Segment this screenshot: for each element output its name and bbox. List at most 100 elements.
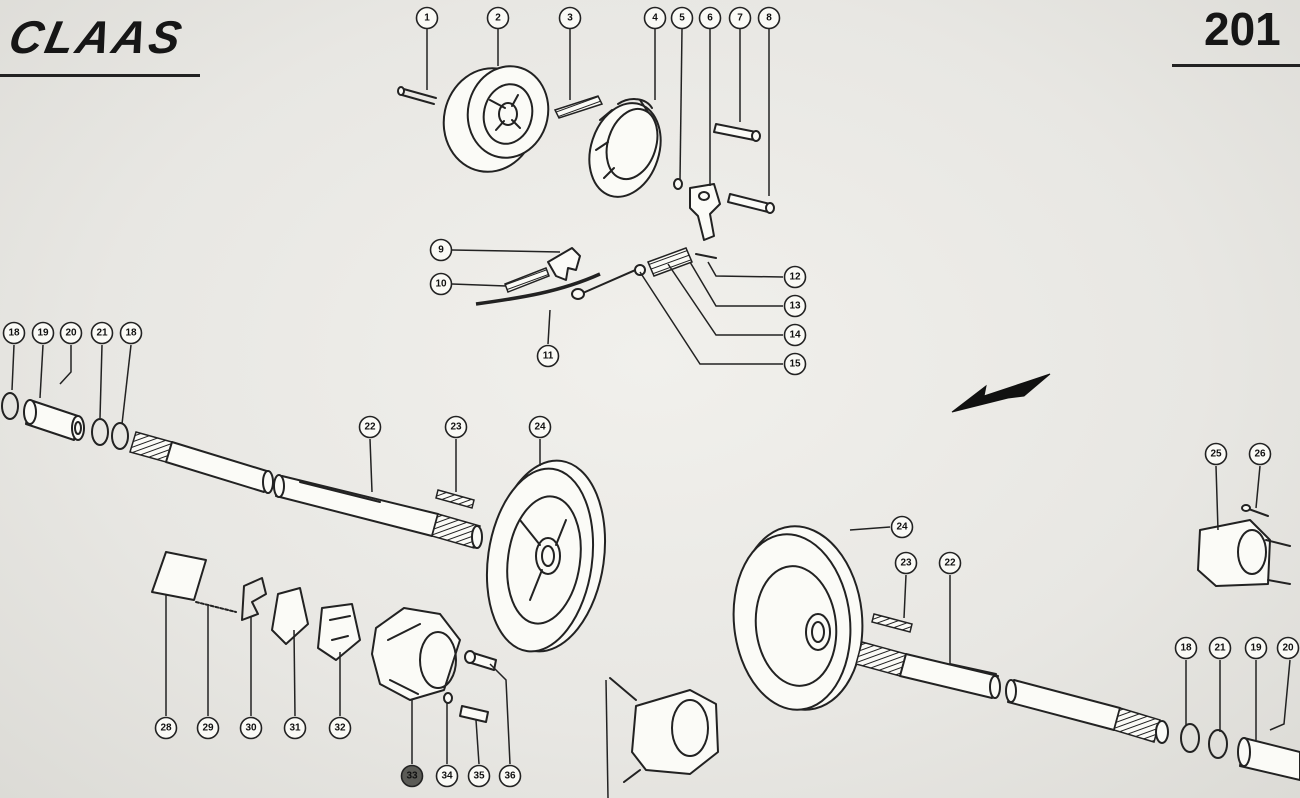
svg-text:30: 30 (245, 723, 257, 734)
svg-text:12: 12 (789, 272, 801, 283)
svg-text:23: 23 (900, 558, 912, 569)
svg-text:5: 5 (679, 13, 685, 24)
part-adjuster-12 (634, 247, 717, 277)
callout-15: 15 (783, 352, 807, 376)
svg-text:35: 35 (473, 771, 485, 782)
part-pin-8 (727, 193, 775, 214)
part-bolt-36 (464, 650, 497, 671)
svg-text:11: 11 (543, 351, 554, 362)
svg-text:15: 15 (789, 359, 801, 370)
part-cable-11 (475, 267, 641, 306)
svg-text:29: 29 (202, 723, 214, 734)
svg-text:28: 28 (160, 723, 172, 734)
page-number: 201 (1204, 3, 1281, 55)
callout-6: 6 (698, 6, 722, 30)
part-ring-18-left (1, 392, 19, 420)
part-washer-5 (673, 178, 683, 190)
callout-21-right: 21 (1208, 636, 1232, 660)
part-key-23-left (435, 489, 475, 509)
callout-1: 1 (415, 6, 439, 30)
part-bushing-19 (23, 399, 85, 441)
part-bushing-19-right (1237, 737, 1300, 781)
part-bracket-6 (689, 183, 721, 241)
leader-lines (11, 28, 1291, 798)
callout-26: 26 (1248, 442, 1272, 466)
part-housing-25 (1197, 519, 1291, 587)
part-bolt-35 (459, 705, 489, 723)
callout-23-right: 23 (894, 551, 918, 575)
svg-text:34: 34 (441, 771, 453, 782)
callout-11: 11 (536, 344, 560, 368)
svg-text:6: 6 (707, 13, 713, 24)
callout-4: 4 (643, 6, 667, 30)
part-pad-32 (317, 603, 361, 661)
callout-19-right: 19 (1244, 636, 1268, 660)
part-pin-1 (397, 86, 437, 105)
svg-text:3: 3 (567, 13, 573, 24)
callout-12: 12 (783, 265, 807, 289)
svg-text:21: 21 (96, 328, 108, 339)
callout-22-left: 22 (358, 415, 382, 439)
svg-text:19: 19 (1250, 643, 1262, 654)
callout-33: 33 (400, 764, 424, 788)
svg-text:4: 4 (652, 13, 658, 24)
callout-20-left: 20 (59, 321, 83, 345)
svg-text:10: 10 (435, 279, 447, 290)
svg-text:20: 20 (65, 328, 77, 339)
part-key-23-right (871, 613, 913, 633)
part-shaft-22-left (129, 431, 483, 549)
part-housing-bottom (609, 677, 719, 783)
part-plate-28 (151, 551, 207, 601)
svg-text:24: 24 (534, 422, 546, 433)
callout-23-left: 23 (444, 415, 468, 439)
callout-2: 2 (486, 6, 510, 30)
svg-text:14: 14 (789, 330, 801, 341)
part-spring-30 (241, 577, 267, 621)
part-lever-9 (547, 247, 581, 281)
part-shaft-22-right (855, 641, 1169, 744)
svg-text:22: 22 (944, 558, 956, 569)
svg-text:18: 18 (8, 328, 20, 339)
callout-24-right: 24 (890, 515, 914, 539)
svg-text:25: 25 (1210, 449, 1222, 460)
callout-18-right: 18 (1174, 636, 1198, 660)
part-brake-disc-24-right (732, 525, 864, 711)
svg-text:23: 23 (450, 422, 462, 433)
svg-text:31: 31 (289, 723, 301, 734)
callout-8: 8 (757, 6, 781, 30)
part-rings-18-21-right (1180, 723, 1228, 759)
part-spring-10 (504, 267, 550, 293)
part-washer-34 (443, 692, 453, 704)
svg-text:8: 8 (766, 13, 772, 24)
svg-text:2: 2 (495, 13, 501, 24)
callout-18-left-b: 18 (119, 321, 143, 345)
svg-text:36: 36 (504, 771, 516, 782)
part-pin-7 (713, 123, 761, 142)
direction-arrow (951, 373, 1051, 413)
callout-31: 31 (283, 716, 307, 740)
callout-35: 35 (467, 764, 491, 788)
part-bolt-26 (1241, 504, 1269, 517)
callout-25: 25 (1204, 442, 1228, 466)
part-shim-31 (271, 587, 309, 645)
part-rings-21-18 (91, 418, 129, 450)
callout-13: 13 (783, 294, 807, 318)
part-caliper-33 (371, 607, 461, 701)
callout-group: 1 2 3 4 5 6 7 8 9 10 11 12 13 14 15 18 1… (2, 6, 1300, 788)
svg-text:19: 19 (37, 328, 49, 339)
callout-34: 34 (435, 764, 459, 788)
svg-text:7: 7 (737, 13, 743, 24)
svg-text:22: 22 (364, 422, 376, 433)
svg-text:18: 18 (125, 328, 137, 339)
callout-20-right: 20 (1276, 636, 1300, 660)
callout-36: 36 (498, 764, 522, 788)
callout-18-left-a: 18 (2, 321, 26, 345)
callout-28: 28 (154, 716, 178, 740)
callout-29: 29 (196, 716, 220, 740)
callout-5: 5 (670, 6, 694, 30)
svg-text:26: 26 (1254, 449, 1266, 460)
svg-text:21: 21 (1214, 643, 1226, 654)
part-spring-pin-3 (553, 95, 604, 119)
callout-30: 30 (239, 716, 263, 740)
